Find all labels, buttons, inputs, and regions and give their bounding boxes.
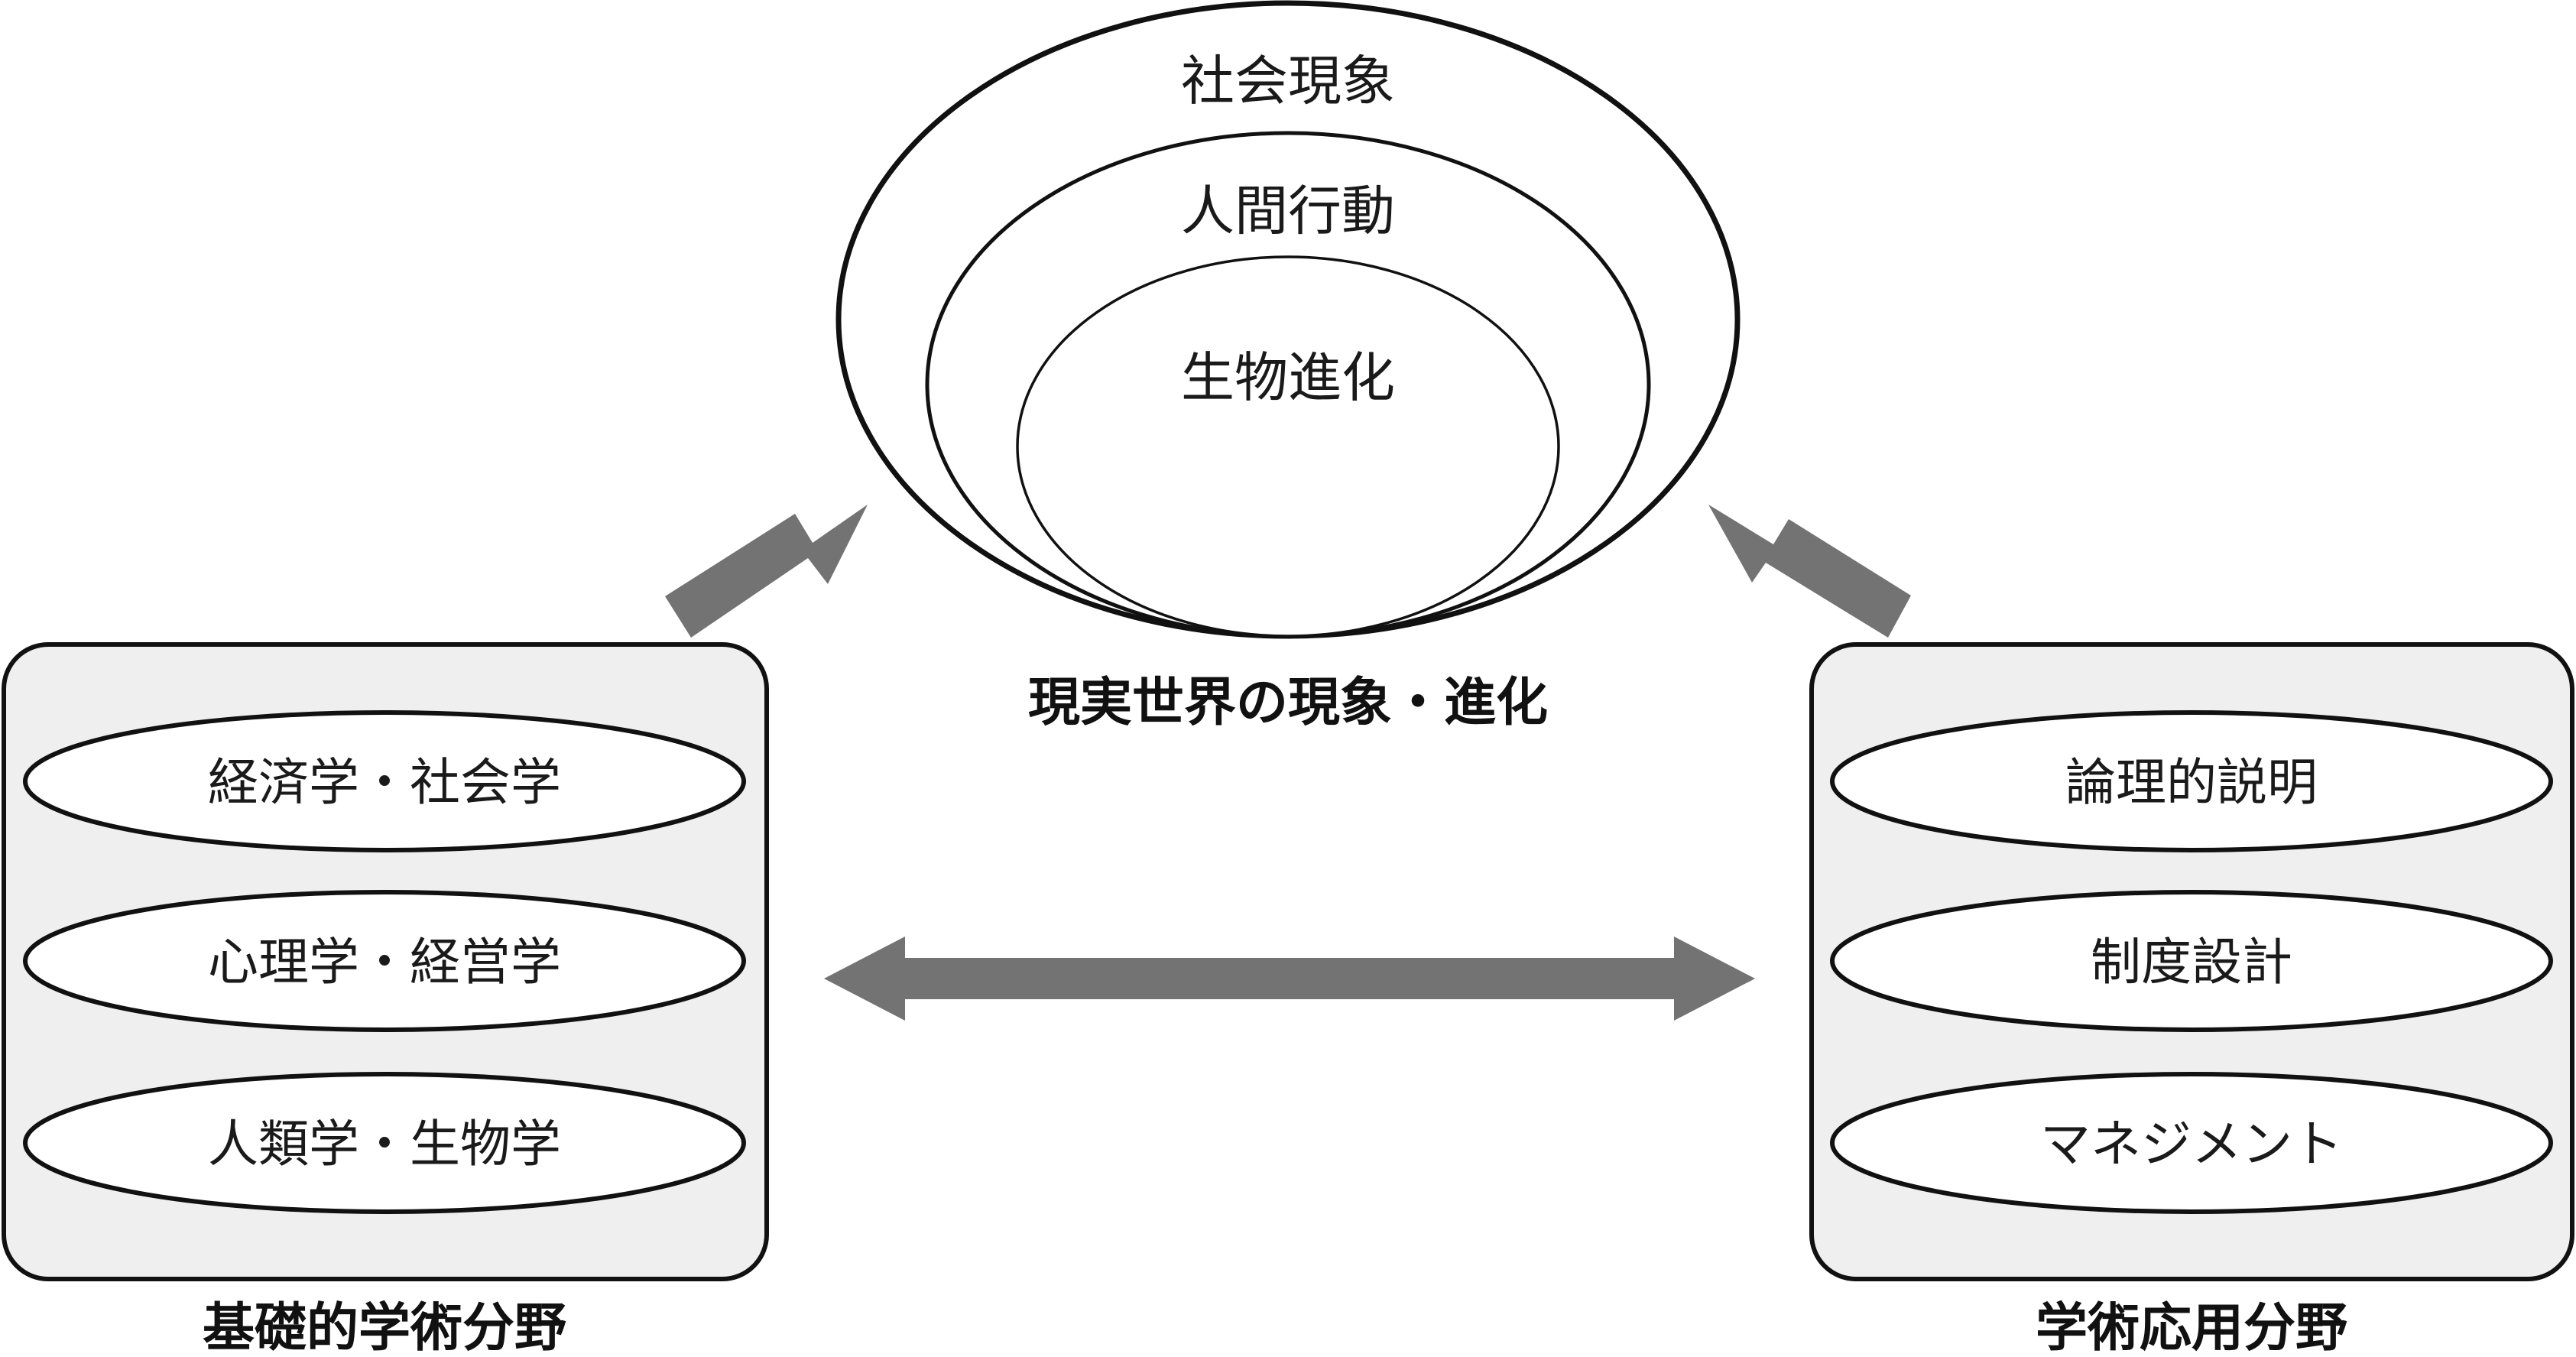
- ring-label-social: 社会現象: [1181, 50, 1395, 112]
- ring-label-behavior: 人間行動: [1181, 180, 1395, 242]
- ring-biological-evolution: [1016, 255, 1560, 638]
- right-panel: 論理的説明 制度設計 マネジメント: [1809, 642, 2574, 1281]
- reality-rings: 社会現象 人間行動 生物進化: [835, 0, 1741, 639]
- left-item-1: [23, 710, 746, 852]
- left-item-1-label: 経済学・社会学: [208, 753, 561, 812]
- right-item-3-label: マネジメント: [2040, 1115, 2343, 1174]
- arrow-left-to-center: [665, 505, 868, 638]
- ring-label-evolution: 生物進化: [1181, 346, 1395, 409]
- left-panel: 経済学・社会学 心理学・経営学 人類学・生物学: [2, 642, 769, 1281]
- left-item-2-label: 心理学・経営学: [208, 933, 561, 992]
- right-item-1: [1830, 710, 2553, 852]
- right-panel-caption: 学術応用分野: [2036, 1298, 2347, 1357]
- left-item-3-label: 人類学・生物学: [208, 1115, 561, 1174]
- left-panel-caption: 基礎的学術分野: [203, 1298, 566, 1357]
- double-arrow-between-fields: [824, 937, 1755, 1021]
- right-item-1-label: 論理的説明: [2065, 753, 2318, 812]
- right-item-3: [1830, 1072, 2553, 1214]
- left-item-2: [23, 890, 746, 1032]
- center-caption: 現実世界の現象・進化: [1028, 673, 1548, 733]
- right-item-2: [1830, 890, 2553, 1032]
- right-item-2-label: 制度設計: [2091, 933, 2292, 992]
- arrow-right-to-center: [1708, 505, 1911, 638]
- left-item-3: [23, 1072, 746, 1214]
